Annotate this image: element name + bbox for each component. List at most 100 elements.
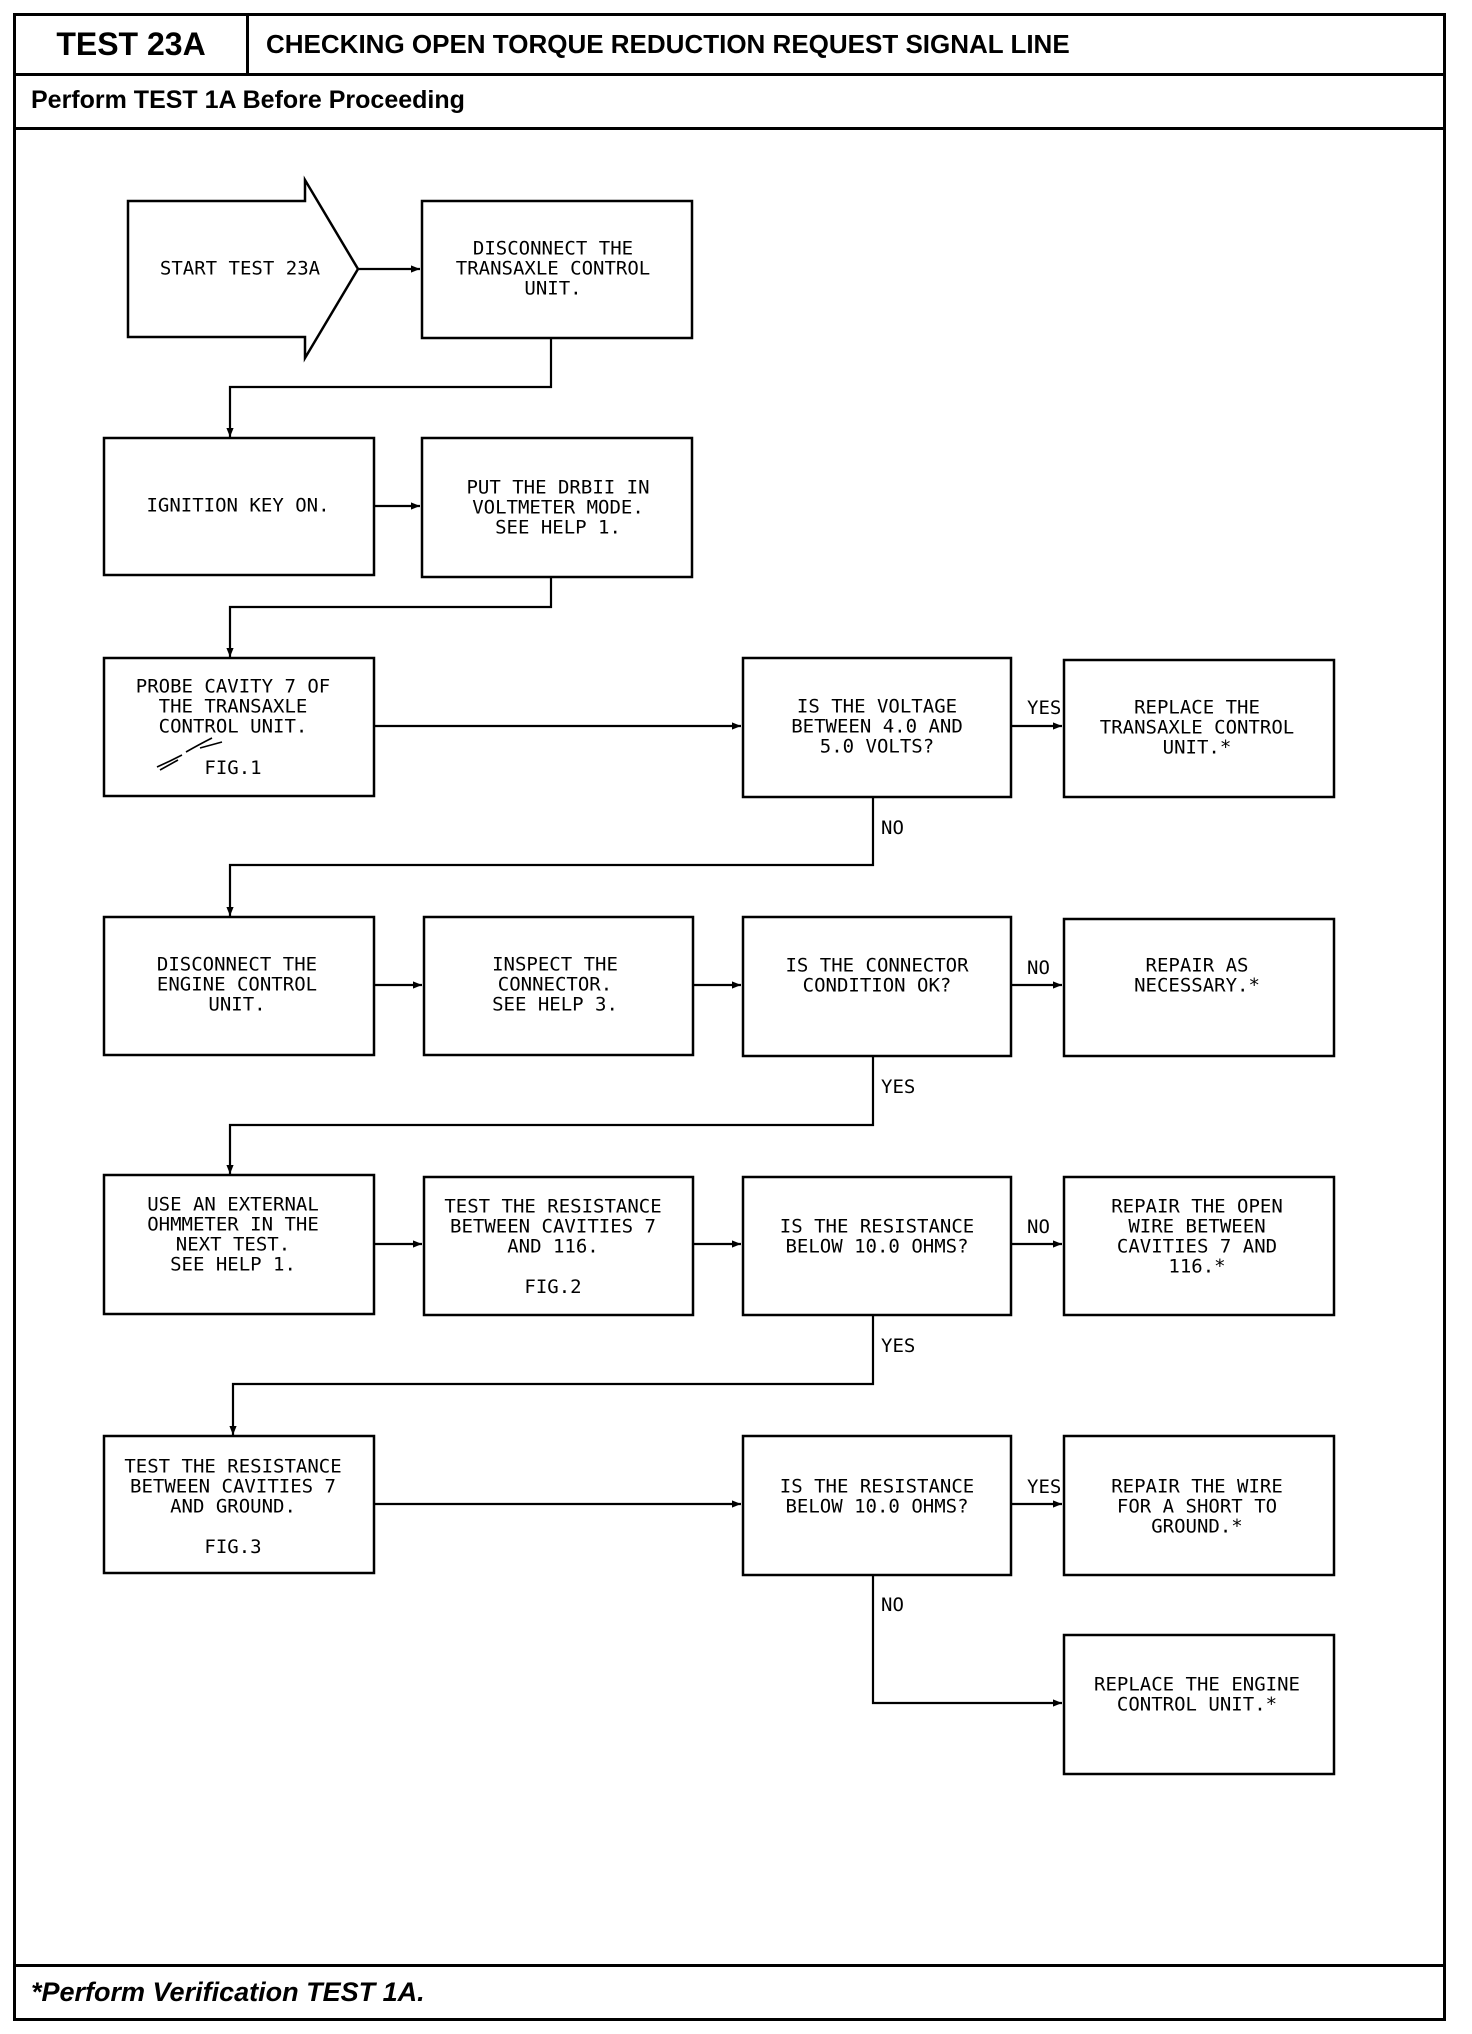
disconnect-ecu-line: DISCONNECT THE <box>157 954 317 976</box>
test-title: CHECKING OPEN TORQUE REDUCTION REQUEST S… <box>266 29 1070 59</box>
external-ohmmeter-line: SEE HELP 1. <box>170 1254 296 1276</box>
test-resistance-116-fig-label: FIG.2 <box>524 1276 581 1298</box>
prerequisite-row: Perform TEST 1A Before Proceeding <box>16 76 1443 130</box>
inspect-connector-line: INSPECT THE <box>492 954 618 976</box>
start-arrow-shape <box>126 175 360 363</box>
header-row: TEST 23A CHECKING OPEN TORQUE REDUCTION … <box>16 16 1443 76</box>
test-resistance-ground-line: AND GROUND. <box>170 1496 296 1518</box>
test-id: TEST 23A <box>16 16 249 73</box>
start-line: START TEST 23A <box>160 258 321 280</box>
drbii-voltmeter-line: SEE HELP 1. <box>495 517 621 539</box>
replace-tcu-line: UNIT.* <box>1163 737 1232 759</box>
no-label-resistance-1: NO <box>1027 1216 1050 1238</box>
test-resistance-ground-line: TEST THE RESISTANCE <box>124 1456 341 1478</box>
connector-question-box <box>741 915 1013 1058</box>
repair-open-wire-line: 116.* <box>1168 1256 1225 1278</box>
page-frame: TEST 23A CHECKING OPEN TORQUE REDUCTION … <box>13 13 1446 2021</box>
connector-drbii-to-probe <box>226 577 553 657</box>
test-resistance-116-line: AND 116. <box>507 1236 599 1258</box>
replace-tcu-box <box>1062 658 1336 799</box>
repair-necessary-box <box>1062 917 1336 1058</box>
repair-short-line: GROUND.* <box>1151 1516 1243 1538</box>
ignition-on-text: IGNITION KEY ON. <box>146 495 329 517</box>
repair-short-line: REPAIR THE WIRE <box>1111 1476 1283 1498</box>
voltage-question-line: 5.0 VOLTS? <box>820 736 934 758</box>
disconnect-ecu-line: UNIT. <box>208 994 265 1016</box>
yes-label-resistance-1: YES <box>881 1335 915 1357</box>
connector-question-line: IS THE CONNECTOR <box>785 955 969 977</box>
connector-resistance1-yes <box>229 1315 875 1435</box>
repair-necessary-line: NECESSARY.* <box>1134 975 1260 997</box>
repair-open-wire-line: REPAIR THE OPEN <box>1111 1196 1283 1218</box>
drbii-voltmeter-box <box>420 436 694 579</box>
test-resistance-ground-fig-label: FIG.3 <box>204 1536 261 1558</box>
test-resistance-116-line: BETWEEN CAVITIES 7 <box>450 1216 656 1238</box>
repair-open-wire-line: WIRE BETWEEN <box>1128 1216 1265 1238</box>
disconnect-ecu-line: ENGINE CONTROL <box>157 974 317 996</box>
verification-note: *Perform Verification TEST 1A. <box>31 1976 425 2007</box>
resistance-question-2-box <box>741 1434 1013 1577</box>
external-ohmmeter-box <box>102 1173 376 1316</box>
probe-cavity-line: PROBE CAVITY 7 OF <box>136 676 330 698</box>
replace-tcu-line: REPLACE THE <box>1134 697 1260 719</box>
prerequisite-note: Perform TEST 1A Before Proceeding <box>31 85 465 114</box>
ignition-on-box <box>102 436 376 577</box>
yes-label-voltage: YES <box>1027 697 1061 719</box>
repair-necessary-line: REPAIR AS <box>1146 955 1249 977</box>
connector-connector-yes <box>226 1056 875 1174</box>
handwritten-pointer-mark <box>156 737 223 771</box>
probe-cavity-line: THE TRANSAXLE <box>159 696 308 718</box>
repair-open-wire-box <box>1062 1175 1336 1317</box>
resistance-question-1-line: BELOW 10.0 OHMS? <box>785 1236 968 1258</box>
connector-voltage-no <box>226 797 875 916</box>
test-resistance-116-line: TEST THE RESISTANCE <box>444 1196 661 1218</box>
disconnect-tcu-line: TRANSAXLE CONTROL <box>456 258 650 280</box>
test-resistance-116-box <box>422 1175 695 1317</box>
replace-tcu-line: TRANSAXLE CONTROL <box>1100 717 1294 739</box>
disconnect-tcu-line: DISCONNECT THE <box>473 238 633 260</box>
start-text: START TEST 23A <box>160 258 321 280</box>
inspect-connector-line: SEE HELP 3. <box>492 994 618 1016</box>
disconnect-tcu-line: UNIT. <box>524 278 581 300</box>
test-resistance-ground-line: BETWEEN CAVITIES 7 <box>130 1476 336 1498</box>
voltage-question-box <box>741 656 1013 799</box>
inspect-connector-line: CONNECTOR. <box>498 974 612 996</box>
drbii-voltmeter-line: VOLTMETER MODE. <box>472 497 644 519</box>
probe-cavity-box <box>102 656 376 798</box>
footer-row: *Perform Verification TEST 1A. <box>16 1964 1443 2018</box>
connector-disconnect-to-ignition <box>226 338 553 437</box>
voltage-question-line: IS THE VOLTAGE <box>797 696 957 718</box>
external-ohmmeter-line: OHMMETER IN THE <box>147 1214 319 1236</box>
repair-short-box <box>1062 1434 1336 1577</box>
external-ohmmeter-line: NEXT TEST. <box>176 1234 290 1256</box>
voltage-question-line: BETWEEN 4.0 AND <box>791 716 963 738</box>
resistance-question-2-line: BELOW 10.0 OHMS? <box>785 1496 968 1518</box>
disconnect-tcu-box <box>420 199 694 340</box>
connector-question-line: CONDITION OK? <box>803 975 952 997</box>
disconnect-ecu-box <box>102 915 376 1057</box>
connectors <box>226 265 1062 1707</box>
inspect-connector-box <box>422 915 695 1057</box>
replace-ecu-line: CONTROL UNIT.* <box>1117 1694 1277 1716</box>
repair-open-wire-line: CAVITIES 7 AND <box>1117 1236 1277 1258</box>
no-label-connector: NO <box>1027 957 1050 979</box>
probe-fig-label: FIG.1 <box>204 757 261 779</box>
ignition-on-line: IGNITION KEY ON. <box>146 495 329 517</box>
repair-short-line: FOR A SHORT TO <box>1117 1496 1277 1518</box>
